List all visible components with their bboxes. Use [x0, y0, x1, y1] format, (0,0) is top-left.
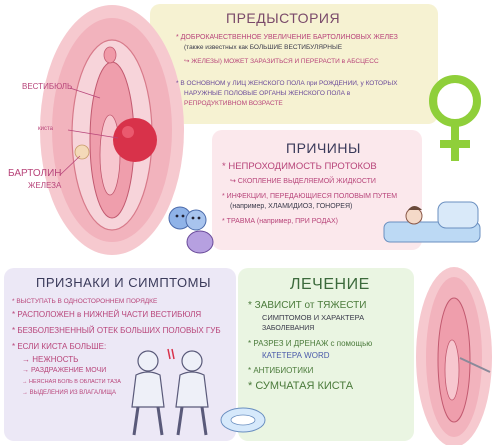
- anatomy-illustration-bottom: [416, 267, 492, 445]
- history-line-3: ↪ ЖЕЛЕЗЫ) МОЖЕТ ЗАРАЗИТЬСЯ И ПЕРЕРАСТИ в…: [184, 58, 379, 65]
- signs-line-8: → ВЫДЕЛЕНИЯ ИЗ ВЛАГАЛИЩА: [22, 390, 116, 396]
- anatomy-illustration-top: [40, 5, 184, 255]
- signs-title: ПРИЗНАКИ И СИМПТОМЫ: [36, 275, 211, 290]
- treatment-line-4: * РАЗРЕЗ И ДРЕНАЖ с помощью: [248, 339, 373, 348]
- signs-line-7: → НЕЯСНАЯ БОЛЬ В ОБЛАСТИ ТАЗА: [22, 379, 121, 385]
- signs-line-1: * ВЫСТУПАТЬ В ОДНОСТОРОННЕМ ПОРЯДКЕ: [12, 298, 158, 305]
- causes-title: ПРИЧИНЫ: [286, 140, 361, 156]
- history-line-6: РЕПРОДУКТИВНОМ ВОЗРАСТЕ: [184, 100, 283, 107]
- history-panel: [150, 4, 438, 124]
- female-symbol-icon: [429, 75, 481, 161]
- causes-line-2: ↪ СКОПЛЕНИЕ ВЫДЕЛЯЕМОЙ ЖИДКОСТИ: [230, 178, 376, 185]
- label-cyst: киста: [38, 126, 53, 132]
- causes-line-4: (например, ХЛАМИДИОЗ, ГОНОРЕЯ): [230, 203, 353, 210]
- person-in-bed-icon: [383, 201, 481, 243]
- catheter-icon: [459, 357, 491, 373]
- signs-line-2: * РАСПОЛОЖЕН в НИЖНЕЙ ЧАСТИ ВЕСТИБЮЛЯ: [12, 310, 202, 319]
- history-line-2: (также известных как БОЛЬШИЕ ВЕСТИБУЛЯРН…: [184, 44, 343, 51]
- history-line-5: НАРУЖНЫЕ ПОЛОВЫЕ ОРГАНЫ ЖЕНСКОГО ПОЛА в: [184, 90, 351, 97]
- cyst-icon: [113, 118, 157, 162]
- history-line-1: * ДОБРОКАЧЕСТВЕННОЕ УВЕЛИЧЕНИЕ БАРТОЛИНО…: [176, 34, 398, 41]
- treatment-line-2: СИМПТОМОВ И ХАРАКТЕРА: [262, 313, 365, 322]
- label-bartholin-2: ЖЕЛЕЗА: [28, 181, 62, 190]
- causes-line-1: * НЕПРОХОДИМОСТЬ ПРОТОКОВ: [222, 161, 377, 172]
- label-vestibule: ВЕСТИБЮЛЬ: [22, 82, 73, 91]
- treatment-panel: [238, 268, 414, 441]
- signs-line-5: → НЕЖНОСТЬ: [22, 355, 79, 364]
- label-bartholin-1: БАРТОЛИН: [8, 168, 62, 179]
- people-discomfort-icon: [131, 348, 209, 436]
- signs-line-3: * БЕЗБОЛЕЗНЕННЫЙ ОТЕК БОЛЬШИХ ПОЛОВЫХ ГУ…: [12, 326, 221, 335]
- signs-line-6: → РАЗДРАЖЕНИЕ МОЧИ: [22, 367, 107, 374]
- pad-icon: [220, 407, 266, 433]
- history-line-4: * В ОСНОВНОМ у ЛИЦ ЖЕНСКОГО ПОЛА при РОЖ…: [176, 80, 398, 87]
- treatment-line-7: * СУМЧАТАЯ КИСТА: [248, 380, 354, 392]
- treatment-line-6: * АНТИБИОТИКИ: [248, 366, 314, 375]
- causes-line-5: * ТРАВМА (например, ПРИ РОДАХ): [222, 218, 338, 225]
- treatment-title: ЛЕЧЕНИЕ: [290, 276, 370, 293]
- bacteria-icon: [168, 206, 214, 254]
- treatment-line-1: * ЗАВИСИТ от ТЯЖЕСТИ: [248, 300, 367, 311]
- treatment-line-5: КАТЕТЕРА WORD: [262, 351, 330, 360]
- history-title: ПРЕДЫСТОРИЯ: [226, 10, 341, 26]
- signs-line-4: * ЕСЛИ КИСТА БОЛЬШЕ:: [12, 342, 107, 351]
- treatment-line-3: ЗАБОЛЕВАНИЯ: [262, 325, 315, 332]
- causes-line-3: * ИНФЕКЦИИ, ПЕРЕДАЮЩИЕСЯ ПОЛОВЫМ ПУТЕМ: [222, 193, 398, 200]
